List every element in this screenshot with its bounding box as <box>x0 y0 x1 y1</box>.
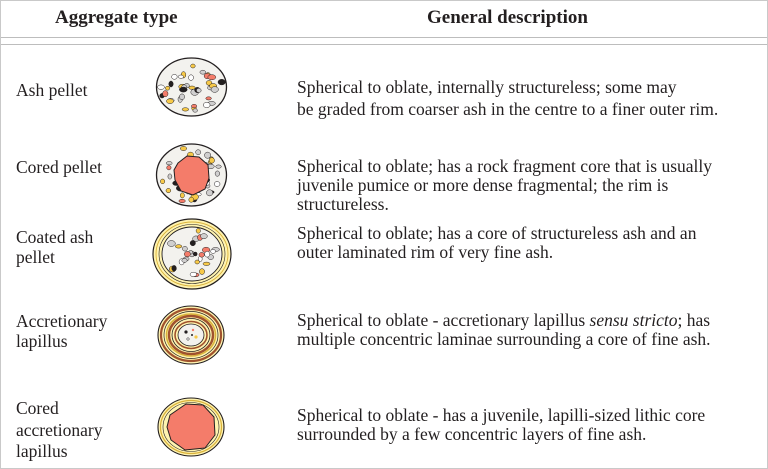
ash-particle <box>177 74 184 79</box>
aggregate-type-label: Cored pellet <box>16 157 103 177</box>
ash-particle <box>207 74 217 81</box>
ash-particle <box>180 146 187 151</box>
description-line: structureless. <box>297 194 389 214</box>
ash-particle <box>189 271 197 277</box>
ash-particle <box>206 189 214 197</box>
description-text: Spherical to oblate; has a rock fragment… <box>297 157 767 214</box>
ash-particle <box>192 251 198 257</box>
ash-particles <box>157 63 226 113</box>
ash-particle <box>178 198 186 204</box>
coated-ash-pellet-illustration <box>152 218 232 290</box>
description-line: multiple concentric laminae surrounding … <box>297 329 711 349</box>
ash-particle <box>213 181 221 187</box>
ash-particle <box>179 86 188 93</box>
ash-particle <box>198 252 205 258</box>
ash-pellet-illustration <box>155 57 228 117</box>
ash-particle <box>160 178 166 185</box>
description-line: be graded from coarser ash in the centre… <box>297 99 719 119</box>
ash-particle <box>204 151 211 159</box>
description-text: Spherical to oblate - has a juvenile, la… <box>297 406 767 444</box>
ash-particle <box>204 251 211 258</box>
ash-particle <box>171 265 177 272</box>
ash-particle <box>191 104 198 109</box>
header-aggregate-type: Aggregate type <box>55 7 178 28</box>
description-line: Spherical to oblate; has a rock fragment… <box>297 156 713 176</box>
ash-particle <box>196 88 202 93</box>
row-cored-accretionary-lapillus: Cored accretionary lapillus Spherical to… <box>1 383 767 469</box>
description-text: Spherical to oblate; has a core of struc… <box>297 224 767 262</box>
ash-particle <box>182 246 188 252</box>
ash-particle <box>168 80 174 88</box>
aggregate-type-label: Ash pellet <box>16 80 88 100</box>
ash-particle <box>188 85 196 90</box>
ash-particle <box>167 173 173 180</box>
ash-particle <box>165 188 172 194</box>
ash-particle <box>189 240 196 247</box>
aggregate-type-label: Cored accretionary lapillus <box>16 398 116 463</box>
row-cored-pellet: Cored pellet Spherical to oblate; has a … <box>1 135 767 221</box>
ash-particle <box>179 93 185 100</box>
aggregate-type-label-text: Coated ash pellet <box>16 227 94 267</box>
ash-particle <box>200 233 208 240</box>
description-line: surrounded by a few concentric layers of… <box>297 424 647 444</box>
ash-particle <box>199 69 206 75</box>
aggregate-type-label-text: Accretionary lapillus <box>16 311 108 351</box>
description-line: Spherical to oblate - has a juvenile, la… <box>297 405 706 425</box>
ash-particle <box>165 161 173 166</box>
description-line: Spherical to oblate - accretionary lapil… <box>297 310 711 330</box>
ash-particle <box>210 249 216 254</box>
description-text: Spherical to oblate, internally structur… <box>297 78 767 119</box>
ash-particle <box>162 90 169 98</box>
ash-particle <box>167 240 176 247</box>
ash-particles <box>167 228 220 278</box>
ash-particle <box>179 192 185 199</box>
ash-particle <box>181 107 189 112</box>
ash-particle <box>171 74 178 80</box>
ash-particle <box>202 261 211 266</box>
row-ash-pellet: Ash pellet Spherical to oblate, internal… <box>1 49 767 135</box>
ash-particle <box>215 164 222 169</box>
description-line: outer laminated rim of very fine ash. <box>297 242 554 262</box>
ash-particle <box>208 157 215 164</box>
row-accretionary-lapillus: Accretionary lapillus Spherical to oblat… <box>1 297 767 383</box>
ash-particle <box>166 165 172 171</box>
ash-particle <box>194 259 200 265</box>
aggregate-type-label-text: Cored accretionary lapillus <box>16 398 103 461</box>
ash-particle <box>166 98 174 104</box>
ash-particle <box>165 85 171 91</box>
aggregate-type-label: Coated ash pellet <box>16 227 126 267</box>
description-line: juvenile pumice or more dense fragmental… <box>297 175 669 195</box>
ash-particle <box>188 196 195 203</box>
ash-particle <box>195 149 202 155</box>
ash-particle <box>217 79 226 86</box>
aggregate-type-label: Accretionary lapillus <box>16 311 126 351</box>
ash-particle <box>203 102 211 108</box>
ash-particle <box>184 251 191 258</box>
cored-pellet-illustration <box>155 143 228 207</box>
ash-particle <box>214 170 220 177</box>
header-rule-top <box>1 37 767 38</box>
ash-particle <box>205 96 212 101</box>
row-coated-ash-pellet: Coated ash pellet Spherical to oblate; h… <box>1 213 767 299</box>
ash-particle <box>157 84 165 90</box>
ash-particle <box>199 268 205 275</box>
header-rule-bottom <box>1 44 767 45</box>
ash-particle <box>192 108 198 113</box>
ash-particle <box>181 258 188 263</box>
ash-particle <box>188 74 194 81</box>
accretionary-lapillus-illustration <box>157 305 225 365</box>
header-general-description: General description <box>427 7 588 28</box>
ash-particle <box>190 63 196 69</box>
description-line: Spherical to oblate; has a core of struc… <box>297 223 697 243</box>
description-text: Spherical to oblate - accretionary lapil… <box>297 311 767 349</box>
description-line: Spherical to oblate, internally structur… <box>297 77 677 97</box>
ash-particle <box>195 228 201 234</box>
cored-accretionary-lapillus-illustration <box>157 397 225 457</box>
ash-particle <box>210 86 219 93</box>
ash-particle <box>175 244 183 249</box>
